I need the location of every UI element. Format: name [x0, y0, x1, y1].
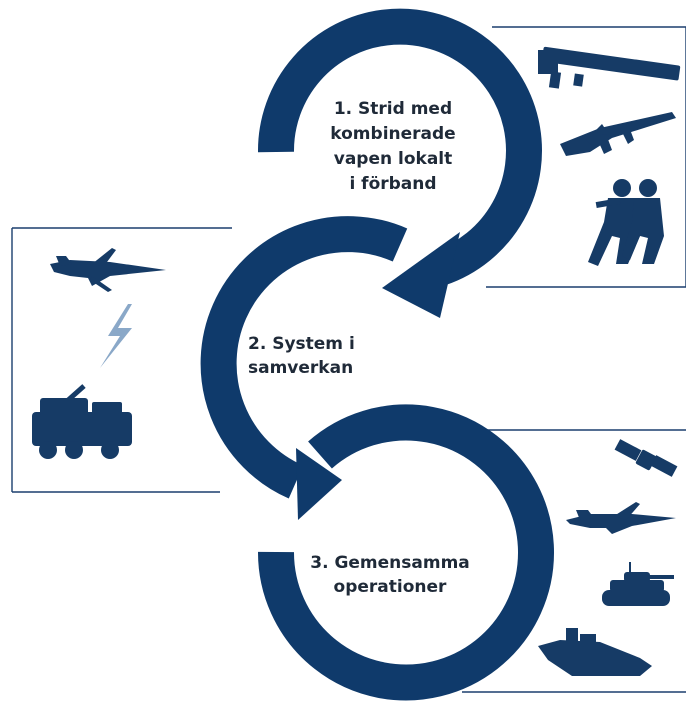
- stage-3-line-2: operationer: [334, 577, 447, 597]
- satellite-icon: [614, 439, 678, 477]
- arrowhead-2: [296, 448, 342, 520]
- stage-1-label: 1. Strid med kombinerade vapen lokalt i …: [330, 99, 455, 194]
- cycle-arrows: [200, 8, 554, 701]
- fighter-jet-icon: [50, 248, 166, 292]
- ring-1-arc: [257, 8, 542, 286]
- tank-icon: [602, 562, 674, 606]
- artillery-truck-icon: [32, 384, 132, 459]
- ring-3-arc: [257, 404, 554, 701]
- stage-3-line-1: 3. Gemensamma: [310, 553, 470, 573]
- arrowheads: [296, 232, 460, 520]
- stage-3-label: 3. Gemensamma operationer: [310, 553, 470, 597]
- stage-2-line-2: samverkan: [248, 358, 353, 378]
- rocket-launcher-icon: [538, 46, 681, 89]
- frame-left: [11, 227, 232, 493]
- stage-2-line-1: 2. System i: [248, 334, 355, 354]
- ring-2-arc: [200, 216, 408, 499]
- stage-1-line-2: kombinerade: [330, 124, 455, 144]
- lightning-icon: [100, 304, 132, 368]
- stage-1-line-4: i förband: [349, 174, 436, 194]
- stage-2-label: 2. System i samverkan: [248, 334, 355, 378]
- arrowhead-1: [382, 232, 460, 318]
- warship-icon: [538, 628, 652, 676]
- assault-rifle-icon: [560, 112, 676, 156]
- soldiers-icon: [588, 179, 664, 266]
- stage-1-line-3: vapen lokalt: [334, 149, 453, 169]
- fighter-jet-icon: [566, 502, 676, 534]
- frame-top-right: [486, 26, 686, 288]
- stage-1-line-1: 1. Strid med: [334, 99, 452, 119]
- frame-bottom-right: [462, 429, 686, 693]
